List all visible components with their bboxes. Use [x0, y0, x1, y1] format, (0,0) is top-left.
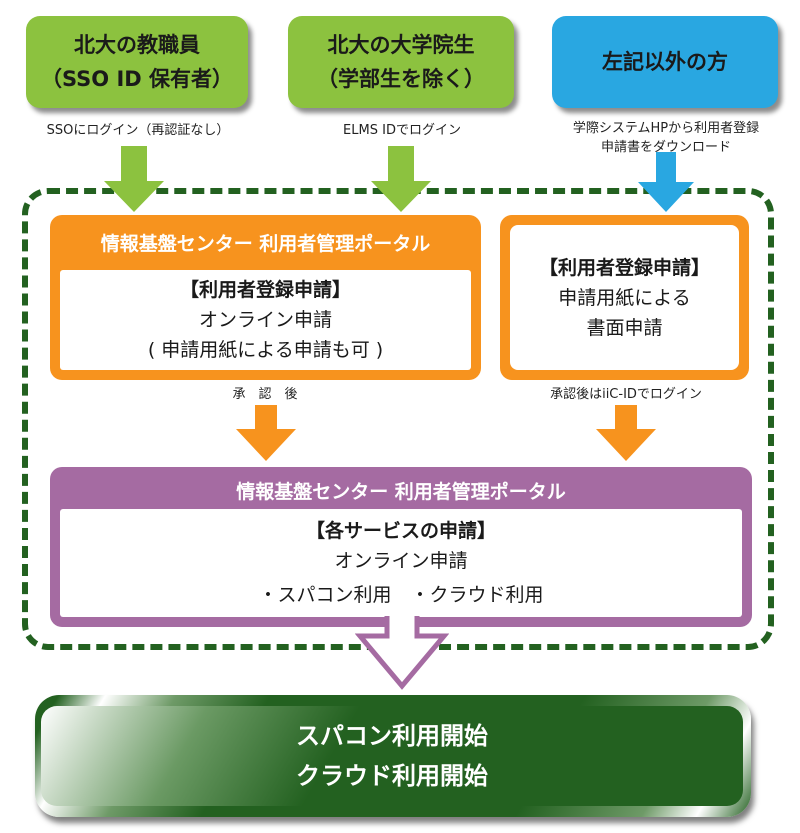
arrow-down-green-2-icon [371, 146, 431, 212]
paper-registration-content: 【利用者登録申請】 申請用紙による 書面申請 [510, 225, 739, 370]
audience-faculty-line2: （SSO ID 保有者） [40, 67, 234, 91]
online-registration-title: 情報基盤センター 利用者管理ポータル [100, 233, 431, 255]
arrow-down-blue-icon [638, 152, 694, 212]
service-application-content: 【各サービスの申請】 オンライン申請 ・スパコン利用 ・クラウド利用 [60, 509, 742, 617]
audience-others-box: 左記以外の方 [552, 16, 778, 108]
online-registration-line1: オンライン申請 [198, 309, 332, 331]
paper-registration-line2: 書面申請 [586, 316, 663, 339]
arrow-down-orange-2-icon [596, 405, 656, 461]
online-registration-panel: 情報基盤センター 利用者管理ポータル 【利用者登録申請】 オンライン申請 ( 申… [50, 215, 481, 380]
online-registration-line2: ( 申請用紙による申請も可 ) [147, 339, 384, 361]
audience-others-line1: 左記以外の方 [602, 50, 728, 74]
service-start-line2: クラウド利用開始 [296, 762, 488, 790]
caption-download-line2: 申請書をダウンロード [600, 140, 731, 155]
service-start-box: スパコン利用開始 クラウド利用開始 [35, 695, 751, 817]
service-start-inner: スパコン利用開始 クラウド利用開始 [41, 706, 743, 806]
service-application-panel: 情報基盤センター 利用者管理ポータル 【各サービスの申請】 オンライン申請 ・ス… [50, 467, 752, 627]
service-application-line2: ・スパコン利用 ・クラウド利用 [258, 584, 544, 606]
arrow-down-hollow-purple-icon [355, 616, 449, 690]
paper-registration-heading: 【利用者登録申請】 [538, 256, 710, 279]
caption-download-line1: 学際システムHPから利用者登録 [572, 121, 760, 136]
audience-grad-student-box: 北大の大学院生 （学部生を除く） [288, 16, 514, 108]
paper-registration-line1: 申請用紙による [558, 286, 691, 309]
arrow-down-orange-1-icon [236, 405, 296, 461]
audience-grad-line2: （学部生を除く） [317, 67, 485, 91]
arrow-down-green-1-icon [104, 146, 164, 212]
paper-registration-panel: 【利用者登録申請】 申請用紙による 書面申請 [500, 215, 749, 380]
caption-after-approval: 承 認 後 [232, 387, 298, 402]
online-registration-heading: 【利用者登録申請】 [179, 279, 351, 301]
caption-sso-login: SSOにログイン（再認証なし） [46, 123, 230, 138]
caption-after-approval-iic-id: 承認後はiiC-IDでログイン [550, 387, 702, 402]
service-application-heading: 【各サービスの申請】 [305, 520, 496, 542]
audience-faculty-line1: 北大の教職員 [74, 33, 200, 57]
caption-elms-login: ELMS IDでログイン [343, 123, 461, 138]
service-application-title: 情報基盤センター 利用者管理ポータル [236, 481, 566, 503]
audience-grad-line1: 北大の大学院生 [327, 33, 475, 57]
service-start-line1: スパコン利用開始 [296, 722, 488, 750]
audience-faculty-box: 北大の教職員 （SSO ID 保有者） [26, 16, 248, 108]
caption-download-form: 学際システムHPから利用者登録 申請書をダウンロード [540, 119, 792, 157]
service-application-line1: オンライン申請 [334, 550, 468, 572]
online-registration-content: 【利用者登録申請】 オンライン申請 ( 申請用紙による申請も可 ) [60, 270, 471, 370]
